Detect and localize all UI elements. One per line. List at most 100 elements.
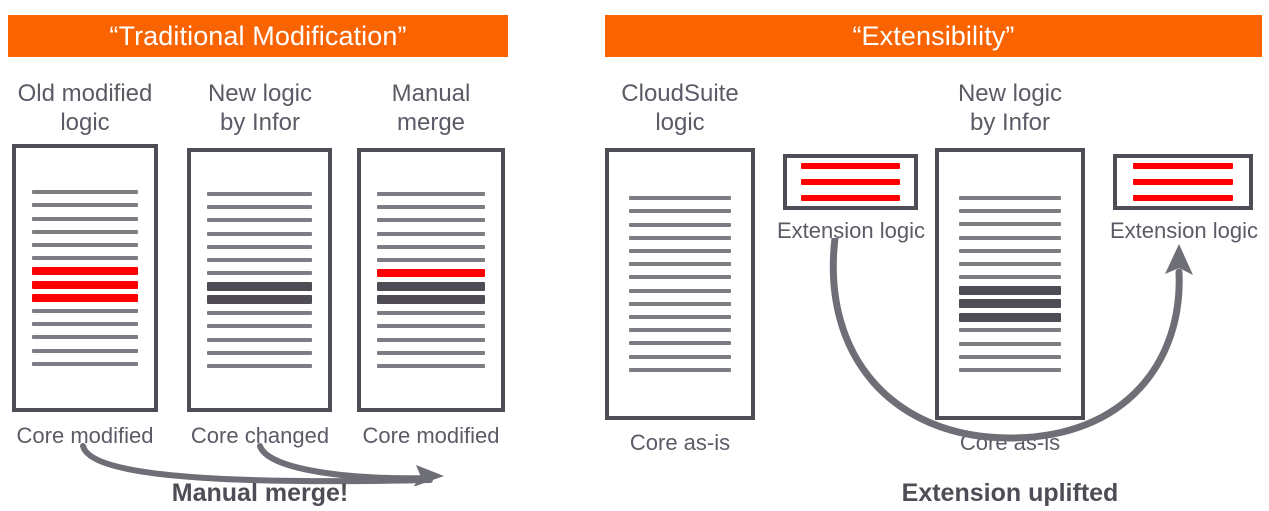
- code-line-red: [1133, 179, 1233, 185]
- code-line-red: [801, 179, 900, 185]
- code-line-dark: [377, 295, 485, 305]
- code-line-gray: [959, 248, 1061, 253]
- code-line-red: [1133, 195, 1233, 201]
- code-line-gray: [377, 231, 485, 236]
- code-line-gray: [377, 205, 485, 210]
- column-label-old-modified-logic: Old modified logic: [17, 80, 153, 136]
- document-new-logic-by-infor: [935, 148, 1085, 420]
- code-line-gray: [629, 235, 731, 240]
- code-line-gray: [959, 196, 1061, 200]
- code-line-gray: [629, 196, 731, 201]
- code-line-gray: [207, 324, 312, 329]
- traditional-modification-header: “Traditional Modification”: [8, 15, 508, 57]
- code-line-gray: [959, 354, 1061, 359]
- code-line-gray: [32, 203, 138, 208]
- code-line-red: [377, 269, 485, 278]
- code-line-gray: [32, 190, 138, 195]
- code-line-gray: [629, 301, 731, 306]
- caption-core-changed: Core changed: [190, 423, 330, 448]
- caption-core-modified-1: Core modified: [16, 423, 154, 448]
- code-line-red: [32, 267, 138, 276]
- code-line-gray: [377, 244, 485, 249]
- code-line-dark: [959, 299, 1061, 309]
- extensibility-panel: “Extensibility” CloudSuite logic New log…: [560, 0, 1269, 511]
- code-line-gray: [32, 361, 138, 366]
- code-line-gray: [207, 192, 312, 197]
- code-line-gray: [207, 337, 312, 342]
- code-line-gray: [207, 363, 312, 368]
- document-cloudsuite-logic: [605, 148, 755, 420]
- document-lines: [609, 152, 751, 416]
- traditional-modification-panel: “Traditional Modification” Old modified …: [0, 0, 560, 511]
- caption-extension-logic-before: Extension logic: [777, 218, 925, 243]
- code-line-gray: [207, 271, 312, 276]
- code-line-gray: [959, 235, 1061, 240]
- code-line-gray: [629, 222, 731, 227]
- code-line-gray: [32, 229, 138, 234]
- code-line-gray: [32, 348, 138, 353]
- annotation-manual-merge: Manual merge!: [171, 479, 349, 507]
- caption-core-as-is-1: Core as-is: [629, 430, 731, 455]
- code-line-gray: [959, 222, 1061, 227]
- extension-lines: [1117, 158, 1249, 206]
- code-line-gray: [207, 218, 312, 223]
- extension-logic-box-before: [783, 154, 918, 210]
- code-line-gray: [377, 192, 485, 197]
- code-line-dark: [207, 282, 312, 291]
- code-line-dark: [959, 312, 1061, 322]
- code-line-gray: [207, 311, 312, 316]
- code-line-gray: [207, 231, 312, 236]
- code-line-gray: [377, 218, 485, 223]
- code-line-gray: [377, 324, 485, 329]
- code-line-gray: [32, 243, 138, 248]
- code-line-dark: [377, 282, 485, 291]
- code-line-gray: [629, 328, 731, 333]
- column-label-new-logic-by-infor: New logic by Infor: [957, 80, 1063, 136]
- code-line-gray: [32, 216, 138, 221]
- document-manual-merge: [357, 148, 505, 412]
- code-line-gray: [32, 256, 138, 261]
- code-line-gray: [32, 308, 138, 313]
- code-line-gray: [32, 335, 138, 340]
- column-label-cloudsuite-logic: CloudSuite logic: [621, 80, 739, 136]
- code-line-gray: [207, 350, 312, 355]
- code-line-red: [801, 195, 900, 201]
- caption-core-modified-2: Core modified: [362, 423, 500, 448]
- code-line-dark: [207, 295, 312, 305]
- code-line-gray: [959, 328, 1061, 333]
- code-line-red: [801, 163, 900, 169]
- code-line-gray: [629, 288, 731, 293]
- document-lines: [191, 152, 328, 408]
- document-lines: [16, 148, 154, 408]
- document-new-logic-by-infor: [187, 148, 332, 412]
- document-lines: [939, 152, 1081, 416]
- code-line-gray: [32, 322, 138, 327]
- code-line-dark: [959, 285, 1061, 295]
- code-line-gray: [959, 275, 1061, 280]
- code-line-gray: [629, 249, 731, 254]
- code-line-gray: [377, 363, 485, 368]
- code-line-gray: [959, 261, 1061, 266]
- code-line-red: [32, 280, 138, 289]
- code-line-gray: [207, 244, 312, 249]
- code-line-gray: [959, 368, 1061, 372]
- code-line-gray: [959, 341, 1061, 346]
- extension-logic-box-after: [1113, 154, 1253, 210]
- code-line-gray: [629, 275, 731, 280]
- code-line-gray: [959, 209, 1061, 214]
- code-line-gray: [377, 311, 485, 316]
- annotation-extension-uplifted: Extension uplifted: [901, 479, 1119, 507]
- extensibility-header: “Extensibility”: [605, 15, 1262, 57]
- code-line-gray: [377, 337, 485, 342]
- code-line-gray: [629, 367, 731, 372]
- code-line-gray: [629, 341, 731, 346]
- caption-core-as-is-2: Core as-is: [959, 430, 1061, 455]
- code-line-gray: [629, 314, 731, 319]
- column-label-new-logic-by-infor: New logic by Infor: [207, 80, 313, 136]
- caption-extension-logic-after: Extension logic: [1110, 218, 1258, 243]
- code-line-gray: [629, 354, 731, 359]
- document-lines: [361, 152, 501, 408]
- code-line-gray: [377, 350, 485, 355]
- code-line-gray: [207, 205, 312, 210]
- document-old-modified-logic: [12, 144, 158, 412]
